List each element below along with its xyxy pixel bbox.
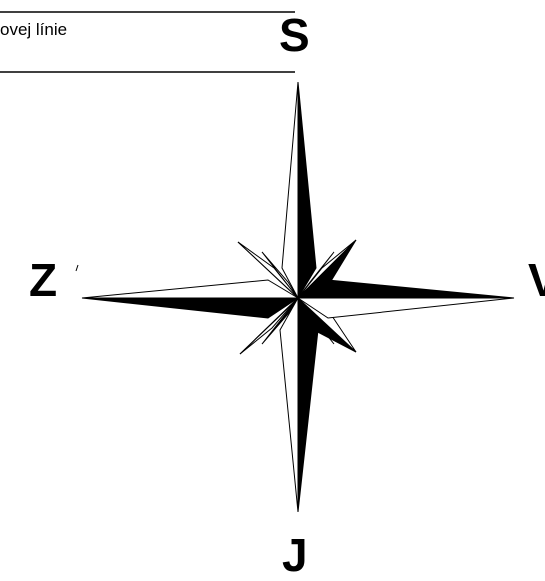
point-south-left [280, 298, 298, 512]
point-east-top [298, 280, 514, 298]
compass-rose [82, 82, 514, 512]
point-south-right [298, 298, 318, 512]
west-tick-mark [76, 265, 78, 271]
point-east-bottom [298, 298, 514, 318]
north-label: S [279, 12, 310, 58]
point-west-bottom [82, 298, 298, 318]
caption-text: ovej línie [0, 20, 67, 40]
east-label: V [528, 257, 545, 303]
west-label: Z [29, 257, 57, 303]
point-north-right [298, 82, 316, 298]
point-west-top [82, 280, 298, 298]
point-north-left [282, 82, 298, 298]
south-label: J [282, 532, 308, 578]
